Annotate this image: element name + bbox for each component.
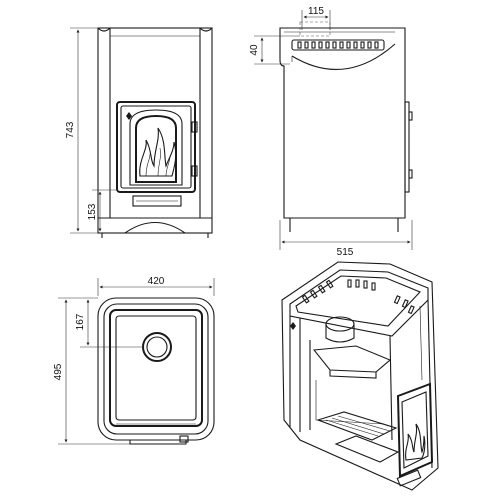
dim-167-label: 167 <box>75 313 86 330</box>
iso-chimney-pipe <box>325 324 355 343</box>
dim-515-label: 515 <box>337 247 354 258</box>
diamond-logo-icon <box>126 112 132 120</box>
plan-handle <box>179 435 189 443</box>
iso-diamond-logo-icon <box>290 322 296 330</box>
plan-stone-chamber <box>109 309 203 427</box>
ash-drawer <box>132 195 182 207</box>
iso-inner-wall-right <box>389 335 393 441</box>
iso-baffle-plate <box>312 345 392 373</box>
plan-chamber-inner <box>115 315 197 421</box>
door-handle-upper <box>191 121 198 133</box>
side-stone-grille <box>291 39 385 51</box>
iso-flame-icon <box>405 423 426 461</box>
plan-door-protrusion <box>129 440 187 445</box>
isometric-cutaway-view <box>281 261 439 491</box>
iso-outer-shell <box>281 261 439 491</box>
side-door-profile <box>404 101 410 193</box>
dim-40-label: 40 <box>249 44 260 56</box>
plan-outer-outline <box>97 297 215 441</box>
door-handle-lower <box>191 165 198 177</box>
dim-153-label: 153 <box>87 203 98 220</box>
dim-115-label: 115 <box>308 6 324 17</box>
plan-outer-inner <box>103 303 209 435</box>
side-body-outline <box>279 27 406 219</box>
iso-rim-slots <box>301 279 415 315</box>
iso-ash-drawer <box>396 469 422 487</box>
flame-icon <box>139 127 177 177</box>
front-top-right-curve <box>199 27 213 32</box>
iso-ash-pan <box>334 435 400 463</box>
chimney-outlet-hidden <box>299 21 331 37</box>
door-glass-window <box>129 109 183 186</box>
iso-right-panel-inner <box>419 305 423 381</box>
plan-chimney-outlet-inner <box>146 336 168 358</box>
front-base-arch <box>124 222 186 234</box>
dim-743-label: 743 <box>65 121 76 138</box>
iso-baffle-edge <box>329 370 377 379</box>
iso-door-glass <box>401 391 429 469</box>
side-handle-lower <box>408 169 413 179</box>
dim-495-label: 495 <box>53 363 64 380</box>
front-top-left-curve <box>97 27 111 32</box>
firebox-door-inner <box>120 105 192 189</box>
iso-top-rim-inner <box>295 275 421 327</box>
side-body-curve <box>291 43 396 70</box>
dim-420-label: 420 <box>148 276 165 287</box>
firebox-door-frame <box>116 101 196 193</box>
front-view: 743 153 <box>65 27 213 238</box>
iso-grate-bars <box>325 415 391 437</box>
door-glass-inner <box>135 114 177 183</box>
front-body-outline <box>97 27 213 234</box>
plan-view: 420 167 495 <box>53 276 215 445</box>
side-view: 115 40 515 <box>249 6 413 258</box>
side-handle-upper <box>408 111 413 121</box>
iso-top-rim-outer <box>289 269 429 337</box>
iso-grate <box>316 411 398 441</box>
iso-right-panel-edge <box>427 299 433 469</box>
